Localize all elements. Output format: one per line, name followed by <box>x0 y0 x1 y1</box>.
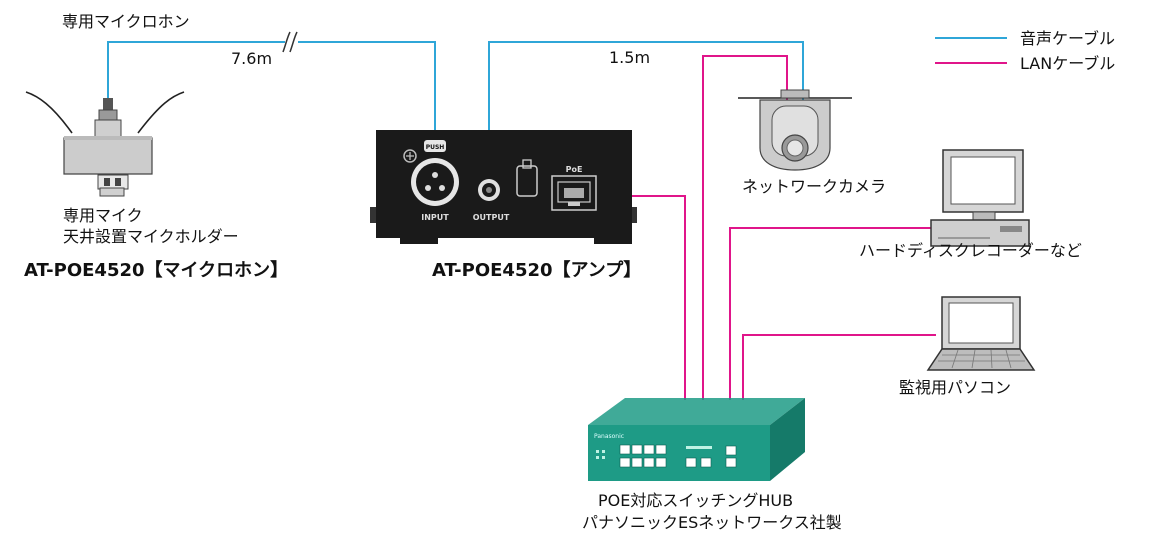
amp-model-label: AT-POE4520【アンプ】 <box>432 260 642 281</box>
hub-ports <box>619 444 737 468</box>
hub-brand-label: Panasonic <box>594 433 624 440</box>
ceiling-holder-body <box>63 137 153 175</box>
legend-lan-label: LANケーブル <box>1020 54 1116 73</box>
mic-cable-title: 専用マイクロホン <box>62 12 190 31</box>
pc-label: 監視用パソコン <box>899 378 1012 397</box>
hdd-to-hub-cable <box>729 227 936 400</box>
amplifier-poe-label: PoE <box>566 165 583 174</box>
amp-output-to-camera-cable <box>488 41 804 180</box>
mic-holder-label-line2: 天井設置マイクホルダー <box>63 227 239 246</box>
hub-side <box>770 398 805 481</box>
legend-lan-swatch <box>935 62 1007 64</box>
camera-to-hub-cable <box>702 55 788 400</box>
hdd-desktop-case <box>930 219 1030 247</box>
hub-label-line2: パナソニックESネットワークス社製 <box>582 513 842 532</box>
pc-to-hub-cable <box>742 334 936 400</box>
microphone-ceiling-holder <box>25 91 185 197</box>
hub-top <box>588 398 805 425</box>
hdd-recorder <box>930 149 1030 247</box>
monitoring-laptop <box>926 296 1036 371</box>
hdd-label: ハードディスクレコーダーなど <box>859 241 1082 260</box>
cable-length-long: 7.6m <box>231 49 273 68</box>
cable-length-short: 1.5m <box>609 48 651 67</box>
switching-hub: Panasonic <box>588 398 805 481</box>
amplifier-push-label: PUSH <box>426 144 445 151</box>
amplifier: PUSH INPUT OUTPUT PoE <box>370 130 637 244</box>
cable-break-mark <box>282 31 298 53</box>
amplifier-screw-icon <box>403 149 417 163</box>
audio-cables <box>107 41 804 180</box>
camera-label: ネットワークカメラ <box>742 177 887 196</box>
poe-lan-port <box>551 175 597 211</box>
dc-connector <box>516 165 538 197</box>
mic-holder-label-line1: 専用マイク <box>63 206 143 225</box>
network-camera <box>738 89 852 171</box>
amplifier-input-label: INPUT <box>421 213 449 222</box>
legend-audio-swatch <box>935 37 1007 39</box>
ceiling-holder-wing-left <box>25 91 73 134</box>
mic-cable <box>107 41 285 115</box>
hub-label-line1: POE対応スイッチングHUB <box>598 491 794 510</box>
hub-front <box>588 425 770 481</box>
mic-cable-to-amp <box>298 41 436 168</box>
amplifier-output-label: OUTPUT <box>473 213 510 222</box>
laptop-keyboard <box>926 348 1036 371</box>
ceiling-holder-wing-right <box>137 91 185 134</box>
legend-audio-label: 音声ケーブル <box>1020 29 1116 48</box>
mic-model-label: AT-POE4520【マイクロホン】 <box>24 260 289 281</box>
